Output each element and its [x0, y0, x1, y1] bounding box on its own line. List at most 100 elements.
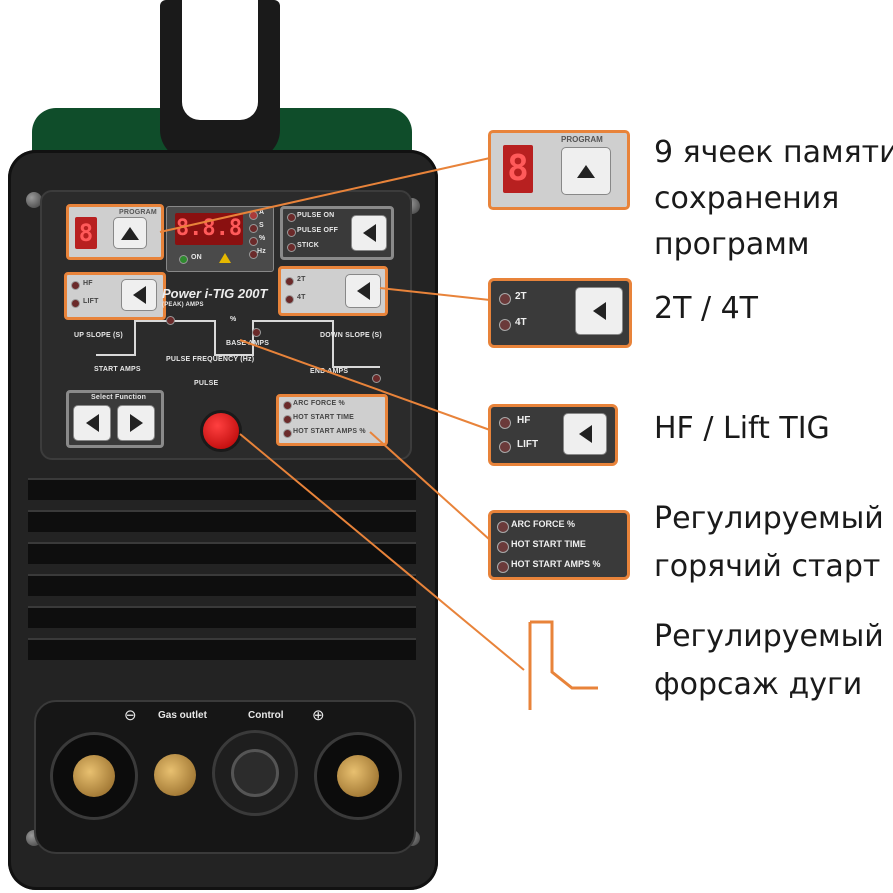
program-up-button[interactable]	[113, 217, 147, 249]
warning-icon	[219, 253, 231, 263]
curve-segment	[134, 320, 136, 356]
triangle-right-icon	[129, 414, 143, 432]
callout-hf-led	[499, 417, 511, 429]
callout-hf-button	[563, 413, 607, 455]
gas-outlet-fitting[interactable]	[154, 754, 196, 796]
curve-segment	[332, 366, 380, 368]
hot-start-time-led	[283, 415, 292, 424]
pulse-off-label: PULSE OFF	[297, 227, 339, 234]
hot-start-amps-led	[283, 429, 292, 438]
triangle-left-icon	[592, 302, 606, 320]
hot-start-time-label: HOT START TIME	[293, 414, 354, 421]
callout-4t-label: 4T	[515, 317, 527, 328]
hf-lift-button[interactable]	[121, 279, 157, 311]
down-slope-label: DOWN SLOPE (S)	[320, 332, 382, 339]
model-name: Power i-TIG 200T	[162, 286, 268, 301]
curve-segment	[96, 354, 136, 356]
process-block: PULSE ON PULSE OFF STICK	[280, 206, 394, 260]
select-function-label: Select Function	[91, 394, 147, 401]
vent-slot	[28, 478, 416, 500]
control-panel: PROGRAM 8 8.8.8 A S % Hz ON PULSE ON	[40, 190, 412, 460]
pulse-on-led	[287, 213, 296, 222]
caption-hotstart-2: горячий старт	[654, 549, 881, 584]
triangle-left-icon	[132, 286, 146, 304]
2t-led	[285, 277, 294, 286]
end-amps-led	[372, 374, 381, 383]
carry-handle-opening	[182, 0, 258, 120]
vent-slot	[28, 574, 416, 596]
power-on-label: ON	[191, 254, 202, 261]
callout-line-hotstart	[369, 431, 491, 541]
callout-2t-label: 2T	[515, 291, 527, 302]
curve-segment	[252, 320, 254, 356]
pct-label: %	[230, 316, 237, 323]
hot-start-amps-label: HOT START AMPS %	[293, 428, 366, 435]
up-slope-label: UP SLOPE (S)	[74, 332, 123, 339]
gas-outlet-label: Gas outlet	[158, 710, 207, 721]
unit-led-s	[249, 224, 258, 233]
socket-panel: ⊖ Gas outlet Control ⊕	[34, 700, 416, 854]
lift-label: LIFT	[83, 298, 99, 305]
4t-led	[285, 295, 294, 304]
caption-memory-1: 9 ячеек памяти	[654, 135, 893, 170]
pulse-off-led	[287, 228, 296, 237]
callout-hot-start-time-label: HOT START TIME	[511, 539, 586, 549]
pulse-label: PULSE	[194, 380, 219, 387]
unit-led-pct	[249, 237, 258, 246]
vent-slot	[28, 606, 416, 628]
curve-segment	[252, 320, 332, 322]
callout-2t-led	[499, 293, 511, 305]
control-label: Control	[248, 710, 284, 721]
caption-arcforce-2: форсаж дуги	[654, 667, 863, 702]
arc-force-led	[283, 401, 292, 410]
curve-segment	[214, 320, 216, 356]
triangle-up-icon	[577, 164, 595, 178]
pulse-on-label: PULSE ON	[297, 212, 335, 219]
hf-lift-block: HF LIFT	[64, 272, 166, 320]
start-amps-label: START AMPS	[94, 366, 141, 373]
4t-label: 4T	[297, 294, 306, 301]
negative-socket[interactable]	[50, 732, 138, 820]
triangle-left-icon	[85, 414, 99, 432]
triangle-left-icon	[356, 282, 370, 300]
unit-hz: Hz	[257, 248, 266, 255]
triangle-left-icon	[362, 224, 376, 242]
unit-led-hz	[249, 250, 258, 259]
caption-hotstart-1: Регулируемый	[654, 501, 884, 536]
hf-led	[71, 281, 80, 290]
process-select-button[interactable]	[351, 215, 387, 251]
select-function-block: Select Function	[66, 390, 164, 448]
trigger-mode-block: 2T 4T	[278, 266, 388, 316]
caption-mode: 2T / 4T	[654, 291, 759, 326]
select-next-button[interactable]	[117, 405, 155, 441]
callout-mode-button	[575, 287, 623, 335]
stick-led	[287, 243, 296, 252]
caption-hf: HF / Lift TIG	[654, 411, 830, 446]
triangle-left-icon	[578, 425, 592, 443]
vent-slot	[28, 510, 416, 532]
callout-memory: PROGRAM 8	[488, 130, 630, 210]
trigger-mode-button[interactable]	[345, 274, 381, 308]
caption-memory-2: сохранения	[654, 181, 840, 216]
peak-amps-led	[166, 316, 175, 325]
pulse-frequency-label: PULSE FREQUENCY (Hz)	[166, 356, 255, 363]
callout-hot-start-amps-led	[497, 561, 509, 573]
select-previous-button[interactable]	[73, 405, 111, 441]
socket-terminal	[73, 755, 115, 797]
program-label: PROGRAM	[119, 209, 157, 216]
positive-socket[interactable]	[314, 732, 402, 820]
callout-hf: HF LIFT	[488, 404, 618, 466]
stick-label: STICK	[297, 242, 319, 249]
hf-label: HF	[83, 280, 93, 287]
unit-pct: %	[259, 235, 266, 242]
callout-lift-label: LIFT	[517, 439, 539, 450]
2t-label: 2T	[297, 276, 306, 283]
callout-up-button	[561, 147, 611, 195]
plus-symbol: ⊕	[312, 707, 325, 724]
adjustment-knob[interactable]	[200, 410, 242, 452]
control-connector[interactable]	[212, 730, 298, 816]
arc-force-label: ARC FORCE %	[293, 400, 345, 407]
callout-hot-start-time-led	[497, 541, 509, 553]
callout-hotstart: ARC FORCE % HOT START TIME HOT START AMP…	[488, 510, 630, 580]
